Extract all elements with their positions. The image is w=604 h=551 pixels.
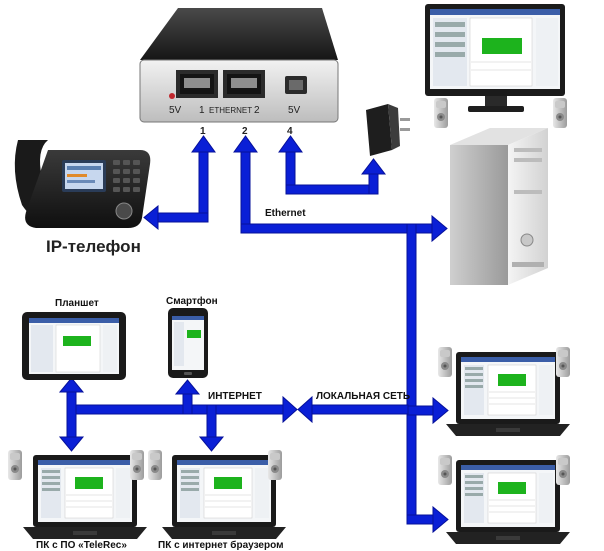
arrow-up-tablet — [58, 377, 85, 393]
arrow-up-port4 — [278, 135, 303, 153]
desktop-tower — [450, 128, 548, 285]
ip-phone — [14, 140, 151, 228]
speaker-desktop-right — [553, 98, 567, 128]
link-port1-vertical — [198, 149, 209, 223]
arrow-right-laptop-1 — [432, 396, 449, 425]
connector-4-number: 4 — [287, 126, 293, 137]
local-network-trunk — [406, 223, 417, 525]
arrow-down-laptop-left — [58, 436, 85, 452]
link-to-phone-horizontal — [155, 212, 209, 223]
arrow-right-pc — [431, 214, 448, 243]
speaker-laptop-right-1-left — [438, 347, 452, 377]
laptop-right-2 — [445, 459, 571, 545]
desktop-monitor — [425, 4, 565, 112]
local-network-label: ЛОКАЛЬНАЯ СЕТЬ — [316, 391, 410, 402]
arrow-up-port2 — [233, 135, 258, 153]
local-network-bus — [309, 404, 409, 415]
speaker-laptop-telerec-left — [8, 450, 22, 480]
speaker-laptop-browser-left — [148, 450, 162, 480]
speaker-laptop-right-2-right — [556, 455, 570, 485]
power-adapter — [366, 104, 410, 156]
pc-browser-label: ПК с интернет браузером — [158, 539, 283, 551]
internet-bus — [71, 404, 285, 415]
smartphone-label: Смартфон — [166, 295, 218, 307]
laptop-telerec — [22, 454, 148, 540]
speaker-laptop-telerec-right — [130, 450, 144, 480]
link-browser-pc-vertical — [206, 404, 217, 439]
device-ethernet-label: ETHERNET — [209, 106, 252, 115]
device-port2-label: 2 — [254, 105, 260, 116]
device-power-label-right: 5V — [288, 105, 301, 116]
telerec-device — [139, 8, 339, 123]
tablet — [22, 312, 126, 380]
device-power-label-left: 5V — [169, 105, 182, 116]
connector-1-number: 1 — [200, 126, 206, 137]
laptop-browser — [161, 454, 287, 540]
device-port1-label: 1 — [199, 105, 205, 116]
link-smartphone-vertical — [182, 391, 193, 415]
speaker-laptop-right-1-right — [556, 347, 570, 377]
arrow-left-local — [297, 395, 313, 424]
arrow-down-browser-pc — [198, 436, 225, 452]
link-port2-vertical — [240, 149, 251, 234]
internet-label: ИНТЕРНЕТ — [208, 391, 262, 402]
arrow-right-internet — [282, 395, 298, 424]
speaker-desktop-left — [434, 98, 448, 128]
arrow-left-phone — [143, 204, 159, 231]
smartphone — [168, 308, 208, 378]
link-power-horizontal — [285, 184, 379, 195]
arrow-up-smartphone — [174, 379, 201, 395]
ip-phone-label: IP-телефон — [46, 237, 141, 256]
ethernet-label: Ethernet — [265, 208, 306, 219]
branch-laptop-right-2 — [406, 514, 436, 525]
pc-telerec-label: ПК с ПО «TeleRec» — [36, 540, 127, 551]
arrow-up-port1 — [191, 135, 216, 153]
arrow-right-laptop-2 — [432, 505, 449, 534]
tablet-label: Планшет — [55, 298, 99, 309]
speaker-laptop-right-2-left — [438, 455, 452, 485]
arrow-up-power — [360, 158, 387, 175]
ethernet-bus — [240, 223, 434, 234]
laptop-right-1 — [445, 351, 571, 437]
connector-2-number: 2 — [242, 126, 248, 137]
branch-laptop-right-1 — [406, 405, 436, 416]
link-power-vertical — [368, 171, 379, 195]
link-tablet-vertical — [66, 389, 77, 439]
speaker-laptop-browser-right — [268, 450, 282, 480]
